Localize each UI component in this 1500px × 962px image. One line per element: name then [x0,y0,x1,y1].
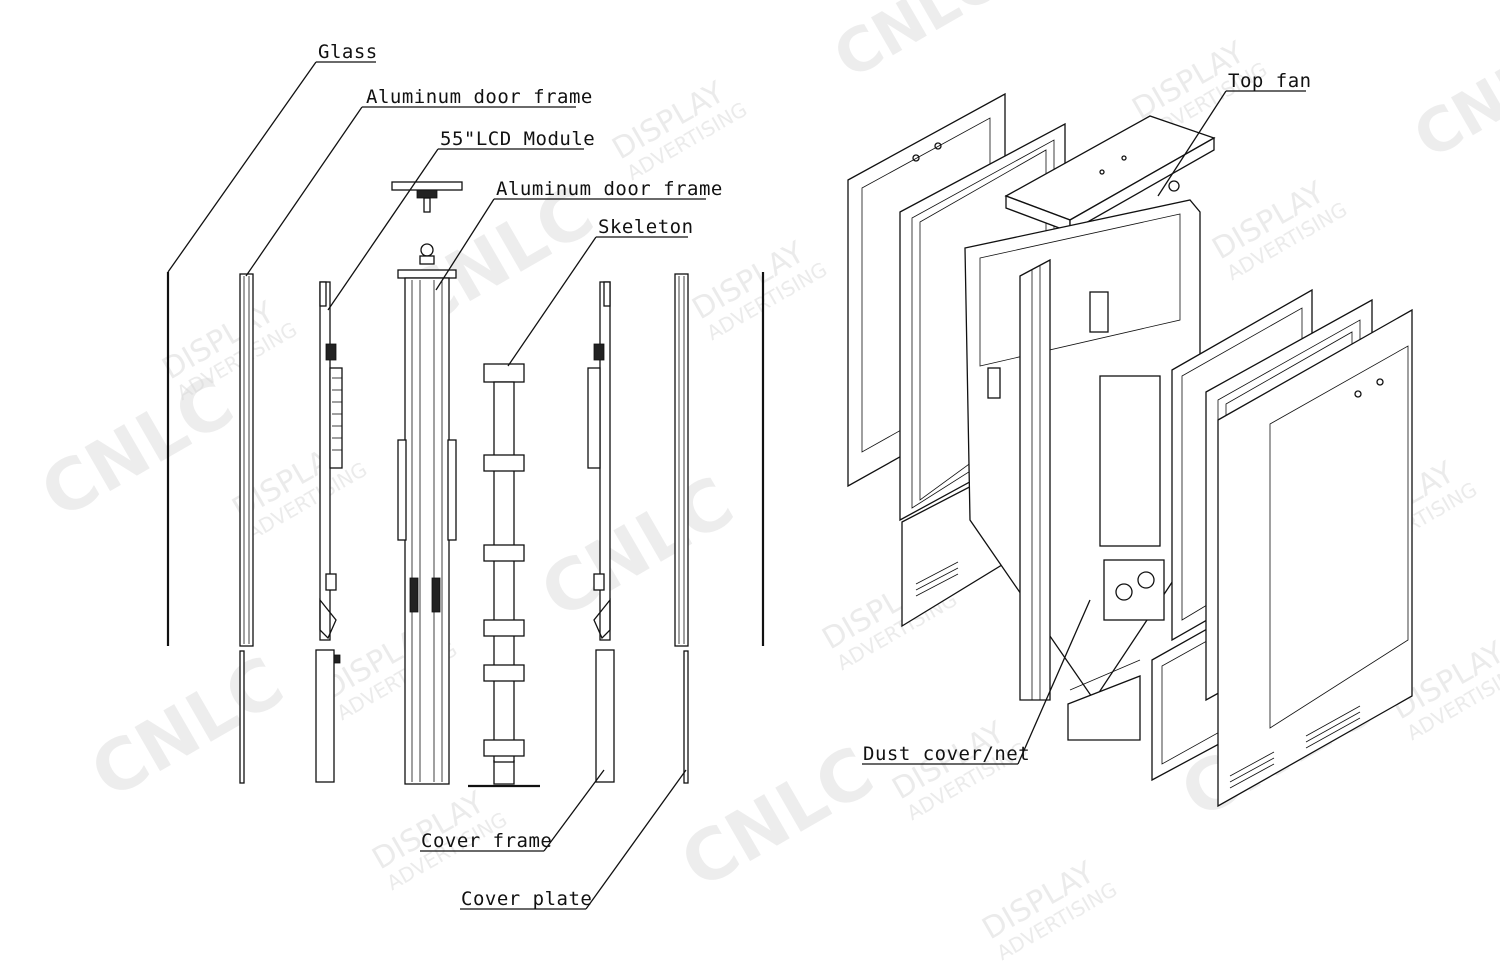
label-glass: Glass [318,41,378,63]
label-top-fan: Top fan [1228,70,1312,92]
lcd-leader-arm [327,148,439,311]
door-frame-2-leader-arm [435,198,495,291]
watermark-display: DISPLAY ADVERTISING [687,235,832,345]
vent-grille [915,561,959,597]
dust-cover-leader-arm [1017,599,1091,765]
vent-grille [1229,705,1361,789]
skeleton-leader-arm [507,236,597,367]
watermark-logo: CNLC [823,0,1011,93]
watermark-display: DISPLAY ADVERTISING [607,75,752,185]
watermark-display: DISPLAY ADVERTISING [887,715,1032,825]
door-frame-right-part [674,273,689,784]
callout-labels: Glass Aluminum door frame 55"LCD Module … [318,41,1312,910]
door-frame-1-leader-arm [245,106,363,277]
watermark: CNLC [78,641,297,815]
iso-main-skeleton [964,199,1201,741]
label-cover-plate: Cover plate [461,888,592,910]
watermark-logo: CNLC [528,461,747,635]
leader-lines [167,61,1306,910]
watermark-logo: CNLC [1403,24,1500,173]
door-frame-left-part [239,273,254,784]
label-cover-frame: Cover frame [421,830,552,852]
watermark: CNLC [823,0,1011,93]
skeleton-part [468,363,540,788]
watermark: CNLC [528,461,747,635]
watermark-display: DISPLAY ADVERTISING [157,295,302,405]
watermark: CNLC [1403,24,1500,173]
label-skeleton: Skeleton [598,216,694,238]
cover-frame-leader-arm [543,769,605,852]
label-dust-cover: Dust cover/net [863,743,1030,765]
watermark-display: DISPLAY ADVERTISING [1207,175,1352,285]
watermark-logo: CNLC [668,731,887,905]
lcd-module-part [315,281,343,783]
label-aluminum-door-frame-2: Aluminum door frame [496,178,723,200]
cover-plate-leader-arm [585,769,687,910]
iso-front-glass [1217,308,1413,808]
isometric-assembly [847,92,1413,808]
glass-leader-arm [167,61,317,273]
center-door-frame-part [391,181,463,785]
watermark: CNLC [668,731,887,905]
watermark-logo: CNLC [78,641,297,815]
label-aluminum-door-frame-1: Aluminum door frame [366,86,593,108]
side-view-assembly [166,181,765,788]
lcd-module-right-part [587,281,615,783]
watermark-display: DISPLAY ADVERTISING [977,855,1122,962]
label-lcd-module: 55"LCD Module [440,128,595,150]
top-fan-leader-arm [1157,90,1227,197]
